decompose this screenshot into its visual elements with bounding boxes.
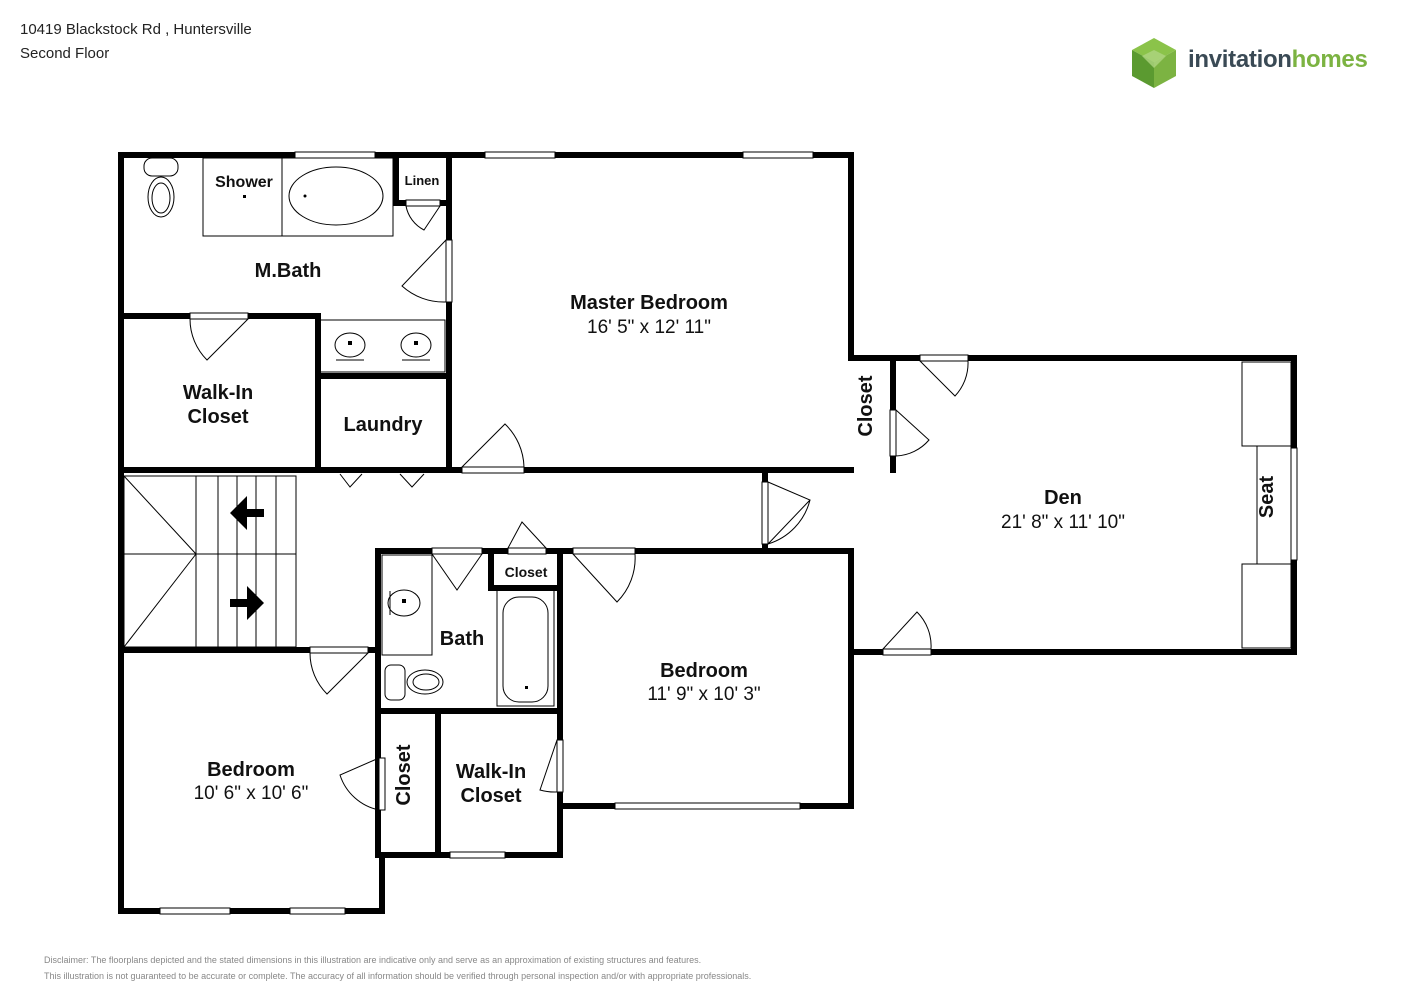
master-bedroom-dims: 16' 5" x 12' 11" <box>587 317 711 338</box>
laundry-label: Laundry <box>344 414 424 436</box>
closet-bed3-label: Closet <box>393 744 415 805</box>
toilet-icon <box>143 157 179 177</box>
walkin-closet-2-line2: Closet <box>460 785 521 807</box>
stair-arrows <box>230 496 264 620</box>
property-address: 10419 Blackstock Rd , Huntersville <box>20 21 252 38</box>
bedroom-2-dims: 11' 9" x 10' 3" <box>647 684 760 705</box>
brand-name-part1: invitation <box>1188 46 1292 73</box>
windows <box>159 151 1298 915</box>
bedroom-3-label: Bedroom <box>207 759 295 781</box>
arrow-left-icon <box>230 496 264 530</box>
bathtub-icon <box>288 166 384 226</box>
linen-label: Linen <box>405 173 440 188</box>
closet-master-label: Closet <box>855 375 877 436</box>
bedroom-2-label: Bedroom <box>660 660 748 682</box>
brand-name-part2: homes <box>1291 46 1368 73</box>
master-bedroom-label: Master Bedroom <box>570 292 728 314</box>
arrow-right-icon <box>230 586 264 620</box>
sink-icon <box>400 332 432 358</box>
den-dims: 21' 8" x 11' 10" <box>1001 512 1125 533</box>
walkin-closet-1-line2: Closet <box>187 406 248 428</box>
bedroom-3-dims: 10' 6" x 10' 6" <box>194 783 309 804</box>
hall-closet-label: Closet <box>505 564 548 580</box>
invitation-homes-logo-icon <box>1132 38 1176 88</box>
disclaimer-line-1: Disclaimer: The floorplans depicted and … <box>44 955 702 965</box>
shower-label: Shower <box>215 174 273 191</box>
sink-icon <box>334 332 366 358</box>
floor-label: Second Floor <box>20 45 110 62</box>
doors <box>189 199 969 811</box>
seat-label: Seat <box>1256 476 1278 519</box>
walkin-closet-1-line1: Walk-In <box>183 382 253 404</box>
brand-name: invitationhomes <box>1188 46 1368 74</box>
disclaimer-line-2: This illustration is not guaranteed to b… <box>44 971 752 981</box>
bath-label: Bath <box>440 628 484 650</box>
mbath-label: M.Bath <box>255 260 322 282</box>
fixtures <box>123 157 1292 707</box>
walkin-closet-2-line1: Walk-In <box>456 761 526 783</box>
den-label: Den <box>1044 487 1082 509</box>
